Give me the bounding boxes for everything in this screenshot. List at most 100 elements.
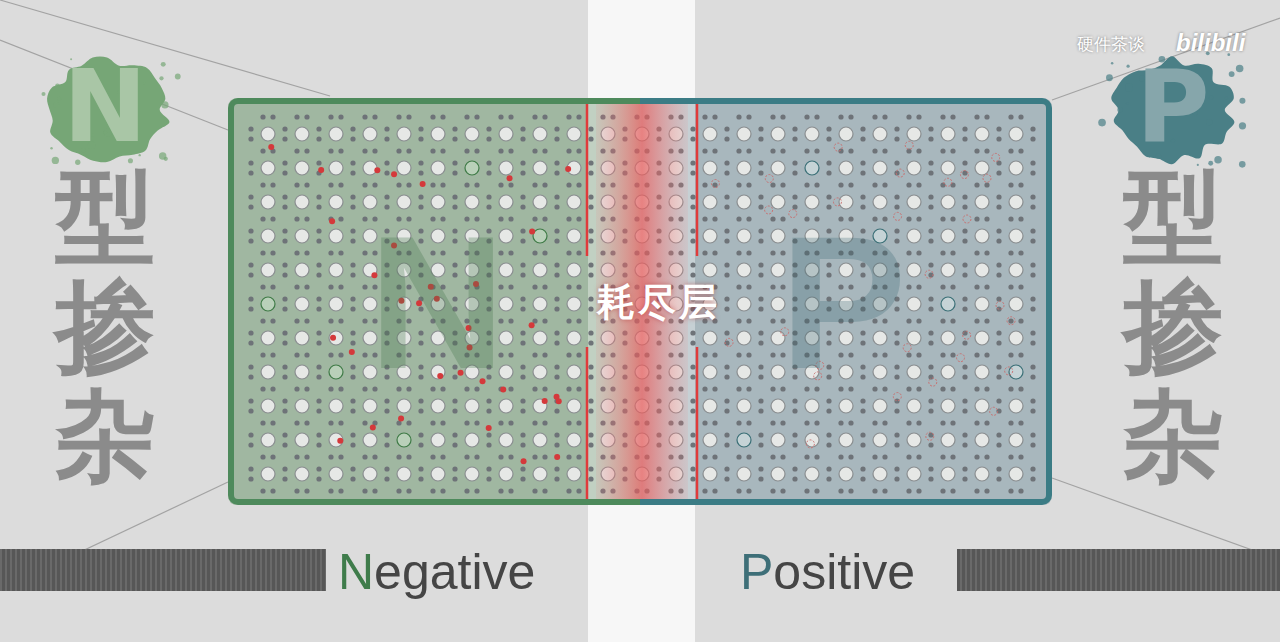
bond-electron (736, 352, 741, 357)
brush-speck (1126, 102, 1129, 105)
silicon-atom (907, 229, 921, 243)
bond-electron (498, 182, 503, 187)
bond-electron (554, 272, 559, 277)
bond-electron (362, 386, 367, 391)
silicon-atom (567, 229, 581, 243)
bond-electron (928, 306, 933, 311)
brush-speck (1239, 98, 1245, 104)
bond-electron (328, 386, 333, 391)
bond-electron (860, 126, 865, 131)
silicon-atom (295, 331, 309, 345)
bond-electron (916, 182, 921, 187)
hole (905, 141, 913, 149)
bond-electron (316, 296, 321, 301)
bond-electron (826, 160, 831, 165)
bond-electron (984, 114, 989, 119)
bond-electron (282, 238, 287, 243)
bond-electron (950, 114, 955, 119)
silicon-atom (329, 467, 343, 481)
silicon-atom (975, 365, 989, 379)
bond-electron (758, 160, 763, 165)
bond-electron (304, 352, 309, 357)
bond-electron (770, 148, 775, 153)
bond-electron (430, 114, 435, 119)
hole (834, 143, 842, 151)
bond-electron (712, 454, 717, 459)
doping-title: P型掺杂 (1123, 52, 1223, 492)
bond-electron (384, 408, 389, 413)
bond-electron (702, 148, 707, 153)
bond-electron (248, 476, 253, 481)
dopant-atom (533, 229, 547, 243)
hole (990, 407, 998, 415)
free-electron (391, 171, 397, 177)
bond-electron (396, 148, 401, 153)
bond-electron (520, 238, 525, 243)
bond-electron (554, 136, 559, 141)
silicon-atom (703, 331, 717, 345)
bond-electron (566, 386, 571, 391)
silicon-atom (363, 399, 377, 413)
watermark: 硬件茶谈 (1077, 36, 1145, 53)
bond-electron (940, 250, 945, 255)
brush-speck (41, 92, 45, 96)
bond-electron (406, 454, 411, 459)
dopant-atom (261, 297, 275, 311)
bond-electron (508, 420, 513, 425)
silicon-atom (295, 467, 309, 481)
bond-electron (452, 170, 457, 175)
bond-electron (260, 454, 265, 459)
bond-electron (270, 216, 275, 221)
bond-electron (928, 262, 933, 267)
bond-electron (440, 114, 445, 119)
bond-electron (950, 420, 955, 425)
region-name: Negative (338, 547, 535, 597)
bond-electron (872, 148, 877, 153)
bond-electron (770, 352, 775, 357)
bond-electron (554, 170, 559, 175)
bond-electron (758, 398, 763, 403)
bond-electron (328, 182, 333, 187)
bond-electron (916, 420, 921, 425)
bond-electron (962, 364, 967, 369)
bond-electron (690, 204, 695, 209)
bond-electron (350, 204, 355, 209)
bond-electron (316, 374, 321, 379)
bond-electron (588, 238, 593, 243)
silicon-atom (295, 297, 309, 311)
bond-electron (508, 352, 513, 357)
bond-electron (814, 182, 819, 187)
bond-electron (270, 420, 275, 425)
silicon-atom (261, 365, 275, 379)
bond-electron (350, 136, 355, 141)
bond-electron (882, 420, 887, 425)
bond-electron (690, 238, 695, 243)
bond-electron (872, 488, 877, 493)
silicon-atom (499, 433, 513, 447)
bond-electron (338, 352, 343, 357)
silicon-atom (1009, 161, 1023, 175)
silicon-atom (737, 399, 751, 413)
bond-electron (576, 318, 581, 323)
silicon-atom (397, 127, 411, 141)
silicon-atom (907, 433, 921, 447)
silicon-atom (1009, 467, 1023, 481)
bond-electron (350, 476, 355, 481)
region-name: Positive (740, 547, 915, 597)
silicon-atom (567, 263, 581, 277)
bond-electron (916, 114, 921, 119)
silicon-atom (975, 161, 989, 175)
silicon-atom (295, 229, 309, 243)
bond-electron (328, 488, 333, 493)
bond-electron (736, 284, 741, 289)
bond-electron (1030, 204, 1035, 209)
bond-electron (826, 476, 831, 481)
hole (925, 270, 933, 278)
silicon-atom (1009, 229, 1023, 243)
bond-electron (282, 330, 287, 335)
bond-electron (724, 204, 729, 209)
silicon-atom (907, 331, 921, 345)
bond-electron (1008, 216, 1013, 221)
bond-electron (282, 398, 287, 403)
bond-electron (962, 126, 967, 131)
